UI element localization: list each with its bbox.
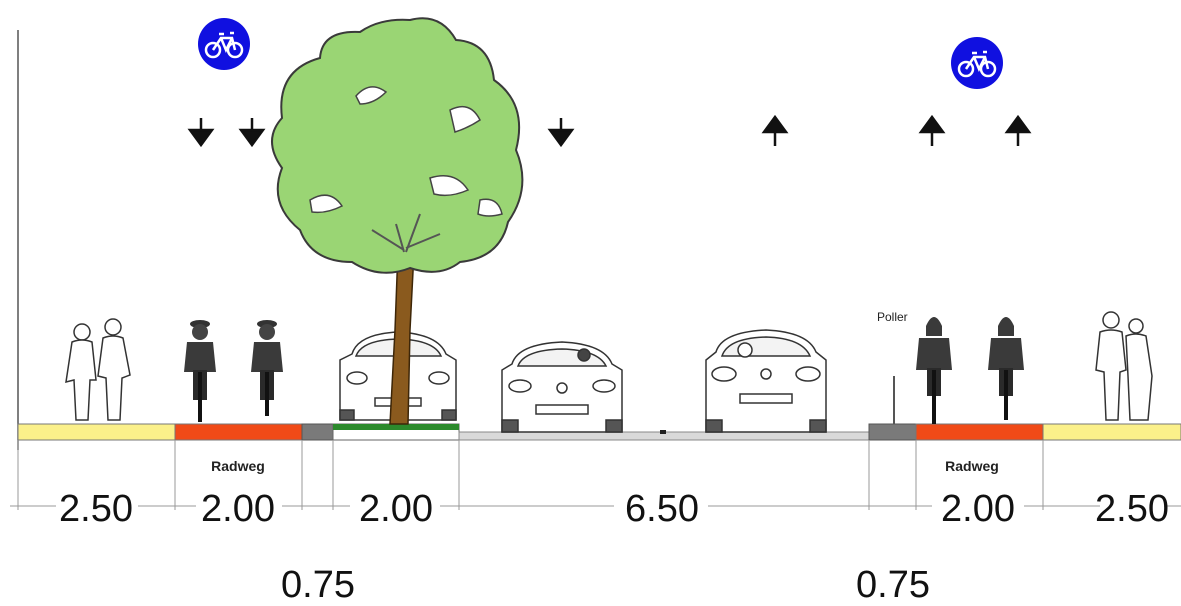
- cyclist-right-2: [988, 317, 1024, 420]
- dimension-values: 2.50 2.00 2.00 6.50 2.00 2.50 0.75 0.75: [59, 488, 1169, 606]
- dimension-separator-left: 0.75: [281, 564, 355, 606]
- car-road-left: [501, 341, 623, 433]
- bicycle-sign-icon: [198, 18, 250, 70]
- pedestrians-left: [65, 318, 131, 421]
- separator-left: [301, 423, 334, 441]
- road-marker: [660, 430, 666, 434]
- dimension-lines: [10, 440, 1181, 510]
- dimension-roadway: 6.50: [625, 488, 699, 530]
- pedestrians-right: [1095, 311, 1153, 421]
- car-road-right: [705, 329, 827, 433]
- cyclist-left-2: [251, 320, 283, 416]
- dimension-bike-lane-right: 2.00: [941, 488, 1015, 530]
- radweg-label-left: Radweg: [211, 458, 265, 474]
- arrow-down-icon: [187, 118, 215, 148]
- arrow-up-icon: [918, 114, 946, 146]
- tree-strip-grass: [333, 424, 459, 430]
- poller-label: Poller: [877, 310, 908, 324]
- cyclist-left-1: [184, 320, 216, 422]
- dimension-separator-right: 0.75: [856, 564, 930, 606]
- dimension-sidewalk-left: 2.50: [59, 488, 133, 530]
- separator-right: [868, 423, 917, 441]
- bike-lane-left: [174, 423, 303, 441]
- arrow-up-icon: [1004, 114, 1032, 146]
- arrow-up-icon: [761, 114, 789, 146]
- dimension-parking-strip: 2.00: [359, 488, 433, 530]
- arrow-down-icon: [547, 118, 575, 148]
- sidewalk-left: [17, 423, 176, 441]
- dimension-sidewalk-right: 2.50: [1095, 488, 1169, 530]
- radweg-label-right: Radweg: [945, 458, 999, 474]
- dimension-bike-lane-left: 2.00: [201, 488, 275, 530]
- arrow-down-icon: [238, 118, 266, 148]
- tree: [271, 17, 524, 425]
- bicycle-sign-icon: [951, 37, 1003, 89]
- direction-arrows: [187, 114, 1032, 148]
- sidewalk-right: [1042, 423, 1181, 441]
- bike-lane-right: [915, 423, 1044, 441]
- cyclist-right-1: [916, 317, 952, 424]
